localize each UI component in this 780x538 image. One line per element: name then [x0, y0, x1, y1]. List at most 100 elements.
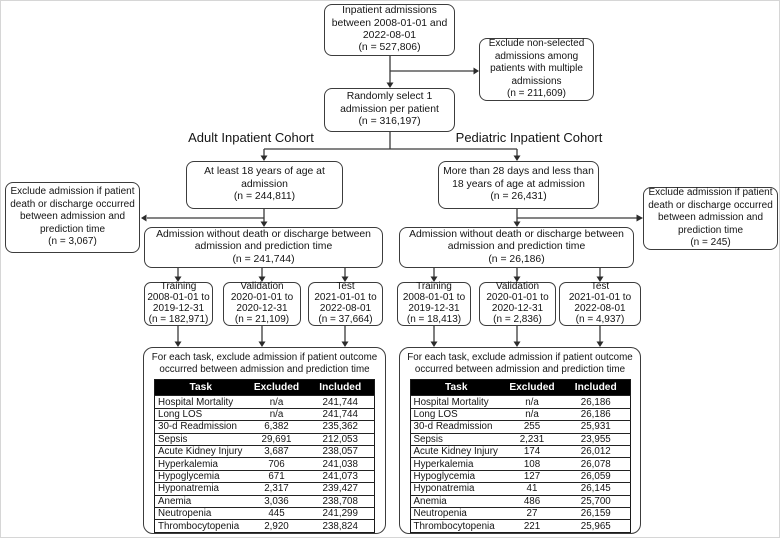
pediatric-task-note: For each task, exclude admission if pati…: [407, 352, 633, 376]
task-cell: Hyponatremia: [410, 482, 502, 496]
table-row: Thrombocytopenia 2,920 238,824: [154, 519, 375, 533]
excluded-cell: 29,691: [246, 432, 307, 446]
included-cell: 241,299: [306, 506, 375, 520]
arrowhead: [473, 67, 479, 75]
included-cell: 238,824: [306, 519, 375, 533]
box-pediatric-admission-without-death: Admission without death or discharge bet…: [399, 227, 634, 268]
pediatric-task-exclusion-panel: For each task, exclude admission if pati…: [399, 347, 641, 534]
arrowhead: [430, 276, 438, 282]
table-header-row: Task Excluded Included: [154, 379, 375, 396]
task-cell: Anemia: [410, 494, 502, 508]
task-cell: 30-d Readmission: [154, 420, 247, 434]
task-cell: Thrombocytopenia: [410, 519, 502, 533]
box-exclude-multiple-admissions: Exclude non-selected admissions among pa…: [479, 38, 594, 101]
arrowhead: [513, 341, 521, 347]
table-row: 30-d Readmission 6,382 235,362: [154, 420, 375, 434]
table-header-row: Task Excluded Included: [410, 379, 630, 396]
task-cell: Hospital Mortality: [154, 395, 247, 409]
adult-cohort-label: Adult Inpatient Cohort: [188, 130, 314, 145]
included-cell: 25,965: [562, 519, 630, 533]
excluded-cell: n/a: [502, 407, 562, 421]
box-pediatric-age-criteria: More than 28 days and less than 18 years…: [438, 161, 599, 209]
excluded-cell: n/a: [246, 407, 307, 421]
pediatric-task-table: Task Excluded Included Hospital Mortalit…: [409, 379, 631, 533]
table-row: Hospital Mortality n/a 26,186: [410, 395, 630, 409]
task-cell: Hypoglycemia: [154, 469, 247, 483]
table-row: Acute Kidney Injury 3,687 238,057: [154, 444, 375, 458]
included-cell: 239,427: [306, 482, 375, 496]
arrowhead: [341, 341, 349, 347]
task-cell: Long LOS: [154, 407, 247, 421]
task-cell: Thrombocytopenia: [154, 519, 247, 533]
excluded-header: Excluded: [246, 379, 307, 396]
task-cell: Neutropenia: [154, 506, 247, 520]
task-cell: Sepsis: [154, 432, 247, 446]
box-adult-age-criteria: At least 18 years of age at admission (n…: [186, 161, 343, 209]
excluded-cell: 41: [502, 482, 562, 496]
included-cell: 26,186: [562, 407, 630, 421]
excluded-cell: n/a: [246, 395, 307, 409]
arrowhead: [341, 276, 349, 282]
task-cell: 30-d Readmission: [410, 420, 502, 434]
excluded-cell: 2,231: [502, 432, 562, 446]
arrowhead: [258, 276, 266, 282]
excluded-cell: 2,317: [246, 482, 307, 496]
included-cell: 212,053: [306, 432, 375, 446]
excluded-cell: 445: [246, 506, 307, 520]
excluded-cell: n/a: [502, 395, 562, 409]
included-cell: 241,744: [306, 407, 375, 421]
excluded-cell: 127: [502, 469, 562, 483]
task-cell: Long LOS: [410, 407, 502, 421]
box-adult-validation-split: Validation 2020-01-01 to 2020-12-31 (n =…: [223, 281, 301, 326]
included-cell: 26,078: [562, 457, 630, 471]
table-row: Hyponatremia 41 26,145: [410, 482, 630, 496]
included-header: Included: [306, 379, 375, 396]
excluded-cell: 486: [502, 494, 562, 508]
arrowhead: [141, 214, 147, 222]
table-row: Anemia 3,036 238,708: [154, 494, 375, 508]
included-cell: 241,073: [306, 469, 375, 483]
included-cell: 235,362: [306, 420, 375, 434]
included-cell: 238,708: [306, 494, 375, 508]
arrowhead: [258, 341, 266, 347]
arrowhead: [260, 221, 268, 227]
excluded-cell: 255: [502, 420, 562, 434]
table-row: Neutropenia 445 241,299: [154, 506, 375, 520]
excluded-cell: 3,687: [246, 444, 307, 458]
arrowhead: [513, 221, 521, 227]
box-random-select: Randomly select 1 admission per patient …: [324, 88, 455, 132]
table-row: Hyperkalemia 706 241,038: [154, 457, 375, 471]
task-header: Task: [410, 379, 502, 396]
excluded-cell: 174: [502, 444, 562, 458]
included-cell: 26,159: [562, 506, 630, 520]
excluded-cell: 671: [246, 469, 307, 483]
task-cell: Hospital Mortality: [410, 395, 502, 409]
included-cell: 26,012: [562, 444, 630, 458]
arrowhead: [430, 341, 438, 347]
arrowhead: [386, 82, 394, 88]
included-cell: 241,744: [306, 395, 375, 409]
box-adult-test-split: Test 2021-01-01 to 2022-08-01 (n = 37,66…: [308, 281, 383, 326]
included-header: Included: [562, 379, 630, 396]
task-cell: Anemia: [154, 494, 247, 508]
included-cell: 26,186: [562, 395, 630, 409]
box-inpatient-admissions: Inpatient admissions between 2008-01-01 …: [324, 4, 455, 56]
included-cell: 26,059: [562, 469, 630, 483]
box-pediatric-validation-split: Validation 2020-01-01 to 2020-12-31 (n =…: [479, 281, 556, 326]
task-cell: Acute Kidney Injury: [410, 444, 502, 458]
box-pediatric-training-split: Training 2008-01-01 to 2019-12-31 (n = 1…: [397, 281, 471, 326]
table-row: Long LOS n/a 241,744: [154, 407, 375, 421]
table-row: Hyponatremia 2,317 239,427: [154, 482, 375, 496]
included-cell: 26,145: [562, 482, 630, 496]
table-row: Long LOS n/a 26,186: [410, 407, 630, 421]
task-cell: Hyperkalemia: [154, 457, 247, 471]
task-cell: Hyponatremia: [154, 482, 247, 496]
table-row: Sepsis 2,231 23,955: [410, 432, 630, 446]
excluded-cell: 3,036: [246, 494, 307, 508]
table-row: Thrombocytopenia 221 25,965: [410, 519, 630, 533]
arrowhead: [513, 155, 521, 161]
excluded-cell: 27: [502, 506, 562, 520]
included-cell: 25,700: [562, 494, 630, 508]
adult-task-note: For each task, exclude admission if pati…: [151, 352, 378, 376]
